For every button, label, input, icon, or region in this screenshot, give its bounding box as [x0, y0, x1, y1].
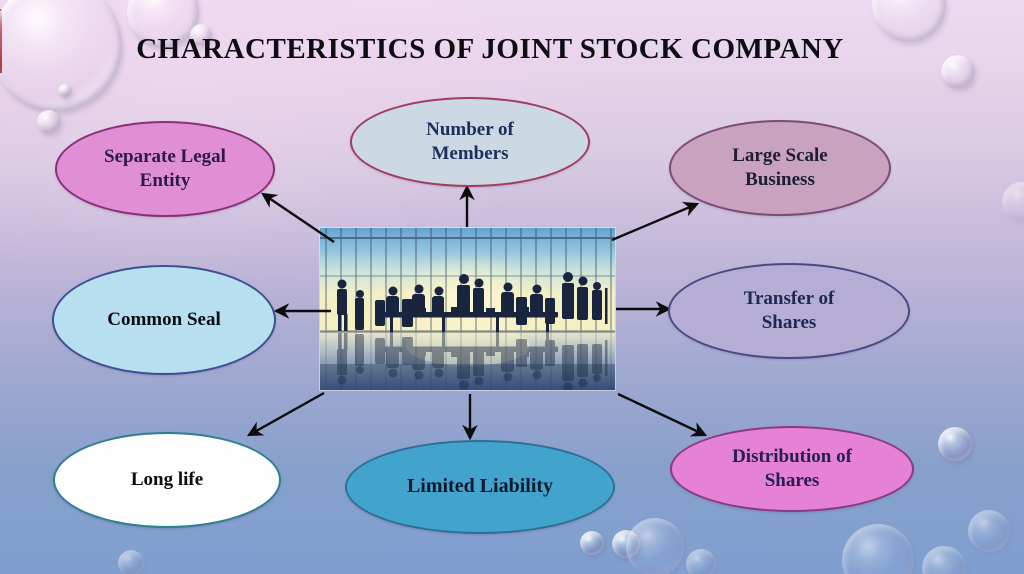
node-distribution-of-shares: Distribution of Shares: [670, 426, 914, 512]
node-transfer-of-shares: Transfer of Shares: [668, 263, 910, 359]
center-photo-business-meeting: [319, 227, 616, 391]
bubble-decoration: [941, 55, 975, 89]
node-separate-legal-entity: Separate Legal Entity: [55, 121, 275, 217]
node-label: Common Seal: [107, 308, 221, 330]
bubble-decoration: [968, 510, 1010, 552]
node-label: Separate Legal Entity: [104, 145, 226, 191]
node-large-scale-business: Large Scale Business: [669, 120, 891, 216]
slide-title: CHARACTERISTICS OF JOINT STOCK COMPANY: [136, 33, 844, 65]
node-label: Large Scale Business: [732, 144, 828, 190]
node-label: Limited Liability: [406, 475, 554, 498]
bubble-decoration: [626, 518, 684, 574]
bubble-decoration: [1002, 182, 1024, 222]
node-number-of-members: Number of Members: [350, 97, 590, 187]
bubble-decoration: [922, 546, 966, 574]
bubble-decoration: [938, 427, 972, 461]
node-label: Long life: [130, 468, 204, 490]
bubble-decoration: [58, 84, 72, 98]
node-label: Number of Members: [426, 118, 514, 164]
node-label: Transfer of Shares: [743, 287, 835, 333]
bubble-decoration: [37, 110, 61, 134]
bubble-decoration: [580, 531, 604, 555]
node-label: Distribution of Shares: [732, 445, 852, 491]
bubble-decoration: [842, 524, 914, 574]
node-limited-liability: Limited Liability: [345, 440, 615, 534]
node-common-seal: Common Seal: [52, 265, 276, 375]
bubble-decoration: [190, 24, 212, 46]
bubble-decoration: [686, 549, 716, 574]
bubble-decoration: [118, 550, 144, 574]
node-long-life: Long life: [53, 432, 281, 528]
